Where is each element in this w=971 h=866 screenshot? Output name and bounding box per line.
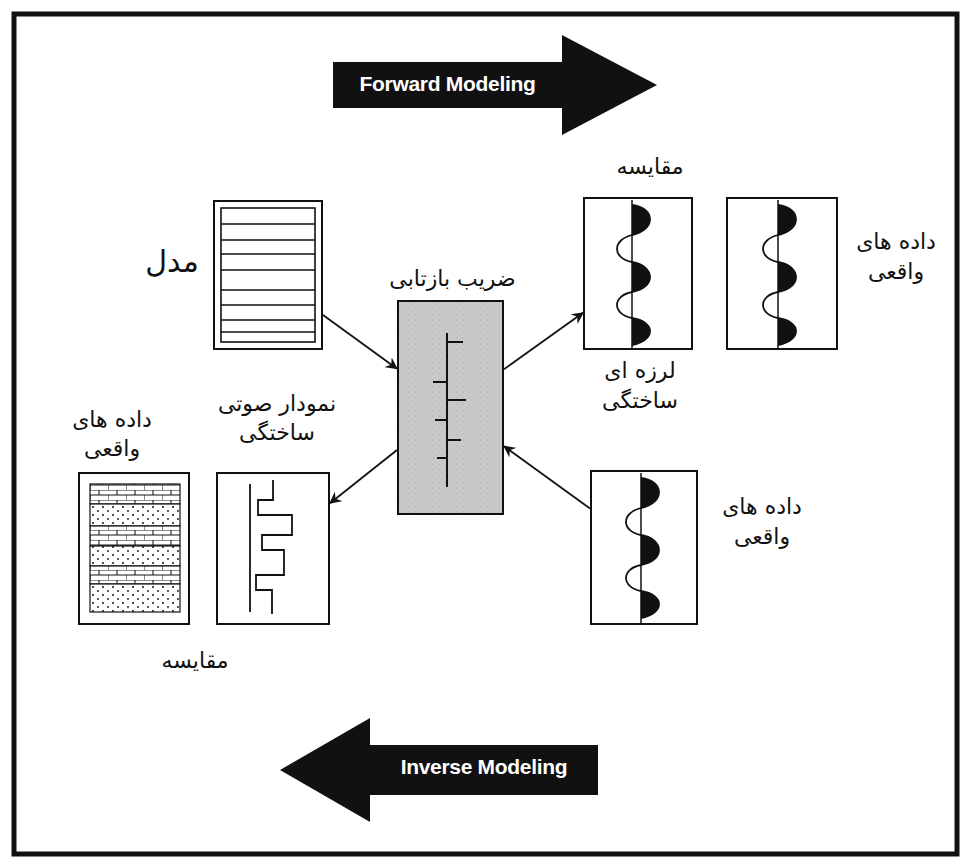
flow-arrow bbox=[504, 446, 590, 508]
comparison-label: مقایسه bbox=[145, 648, 245, 673]
synthetic-sonic-box: نمودار صوتی ساختگی bbox=[216, 472, 330, 625]
box-label: نمودار صوتی ساختگی bbox=[204, 389, 350, 448]
box-label: لرزه ای ساختگی bbox=[573, 356, 707, 415]
box-label: ضریب بازتابی bbox=[369, 264, 536, 294]
flow-arrow bbox=[323, 315, 397, 369]
model-box: مدل bbox=[213, 200, 323, 350]
box-label: مدل bbox=[137, 242, 207, 283]
real-data-box: داده های واقعی bbox=[726, 197, 838, 350]
box-label: داده های واقعی bbox=[842, 227, 950, 286]
real-trace bbox=[763, 200, 796, 350]
model-layers bbox=[221, 208, 315, 342]
synthetic-seismic-box: لرزه ای ساختگی bbox=[583, 197, 693, 350]
reflectivity-box: ضریب بازتابی bbox=[397, 300, 504, 515]
real-data-box: داده های واقعی bbox=[590, 470, 698, 625]
box-label: داده های واقعی bbox=[56, 405, 168, 464]
arrow-label: Forward Modeling bbox=[333, 72, 562, 96]
lithology-column bbox=[90, 484, 180, 612]
flow-arrow bbox=[504, 313, 583, 370]
real-data-box: داده های واقعی bbox=[78, 472, 190, 625]
synthetic-trace bbox=[617, 200, 650, 350]
reflectivity-series bbox=[397, 300, 504, 515]
real-trace bbox=[626, 473, 659, 623]
frame bbox=[14, 14, 957, 854]
inverse-arrow bbox=[280, 718, 598, 822]
box-label: داده های واقعی bbox=[708, 492, 816, 551]
forward-arrow bbox=[333, 35, 657, 135]
comparison-label: مقایسه bbox=[600, 154, 700, 179]
sonic-log bbox=[250, 480, 292, 614]
flow-arrow bbox=[330, 450, 397, 503]
arrow-label: Inverse Modeling bbox=[370, 755, 598, 779]
